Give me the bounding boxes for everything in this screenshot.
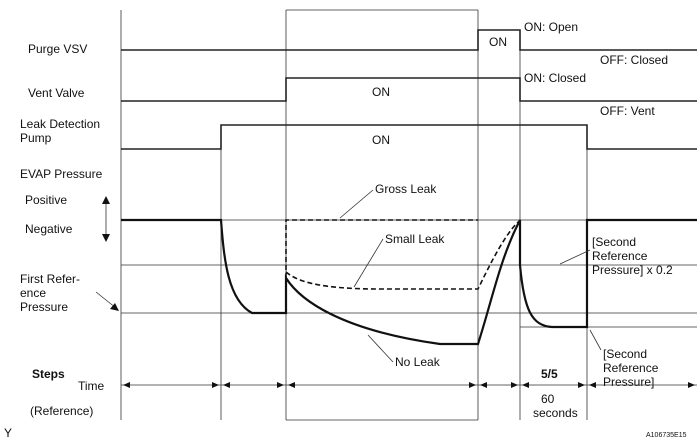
gross-leak-label: Gross Leak — [375, 182, 437, 196]
purge-vsv-label: Purge VSV — [28, 42, 87, 56]
first-ref-arrow-icon — [95, 291, 119, 311]
second-ref-line2: Reference — [603, 361, 659, 375]
steps-label: Steps — [32, 367, 65, 381]
leak-pump-label-line1: Leak Detection — [20, 117, 100, 131]
step-5-label: 5/5 — [541, 367, 558, 381]
purge-vsv-on-state: ON — [489, 35, 507, 49]
second-ref-leader — [589, 329, 602, 351]
leak-pump-on-state: ON — [372, 133, 390, 147]
time-arrow-5-icon — [522, 382, 585, 388]
gross-leak-leader — [339, 189, 374, 219]
vent-off-vent-label: OFF: Vent — [600, 104, 655, 118]
time-arrow-2-icon — [223, 382, 284, 388]
negative-label: Negative — [25, 222, 73, 236]
evap-pressure-label: EVAP Pressure — [20, 167, 103, 181]
time-arrow-3-icon — [288, 382, 476, 388]
time-arrow-4-icon — [480, 382, 518, 388]
time-axis — [121, 382, 697, 388]
time-label: Time — [78, 379, 105, 393]
purge-on-open-label: ON: Open — [524, 20, 578, 34]
small-leak-leader — [353, 238, 384, 288]
duration-number: 60 — [541, 392, 555, 406]
second-ref-line1: [Second — [603, 347, 647, 361]
second-ref-x02-line1: [Second — [592, 235, 636, 249]
no-leak-label: No Leak — [395, 355, 441, 369]
vent-valve-trace — [121, 77, 697, 102]
vent-valve-label: Vent Valve — [28, 86, 85, 100]
vent-valve-on-state: ON — [372, 85, 390, 99]
time-arrow-1-icon — [123, 382, 219, 388]
first-ref-label-line3: Pressure — [20, 300, 68, 314]
second-ref-x02-line2: Reference — [592, 249, 648, 263]
vent-on-closed-label: ON: Closed — [524, 71, 586, 85]
pressure-direction-arrow-icon — [102, 196, 110, 242]
second-ref-x02-line3: Pressure] x 0.2 — [592, 263, 673, 277]
no-leak-leader — [367, 334, 394, 363]
figure-code: A106735E15 — [646, 432, 687, 439]
second-ref-x02-leader — [559, 249, 591, 265]
first-ref-label-line1: First Refer- — [20, 272, 80, 286]
leak-pump-trace — [121, 124, 697, 150]
first-ref-label-line2: ence — [20, 286, 46, 300]
second-ref-line3: Pressure] — [603, 375, 654, 389]
evap-pressure-trace — [121, 218, 697, 346]
leak-pump-label-line2: Pump — [20, 131, 52, 145]
gross-leak-trace — [285, 219, 478, 278]
small-leak-label: Small Leak — [385, 232, 445, 246]
duration-unit: seconds — [533, 406, 578, 420]
corner-left-code: Y — [4, 426, 12, 440]
purge-off-closed-label: OFF: Closed — [600, 53, 668, 67]
small-leak-trace — [285, 221, 519, 290]
positive-label: Positive — [25, 193, 67, 207]
purge-vsv-trace — [121, 29, 697, 51]
reference-label: (Reference) — [30, 404, 93, 418]
time-arrow-6-icon — [589, 382, 695, 388]
